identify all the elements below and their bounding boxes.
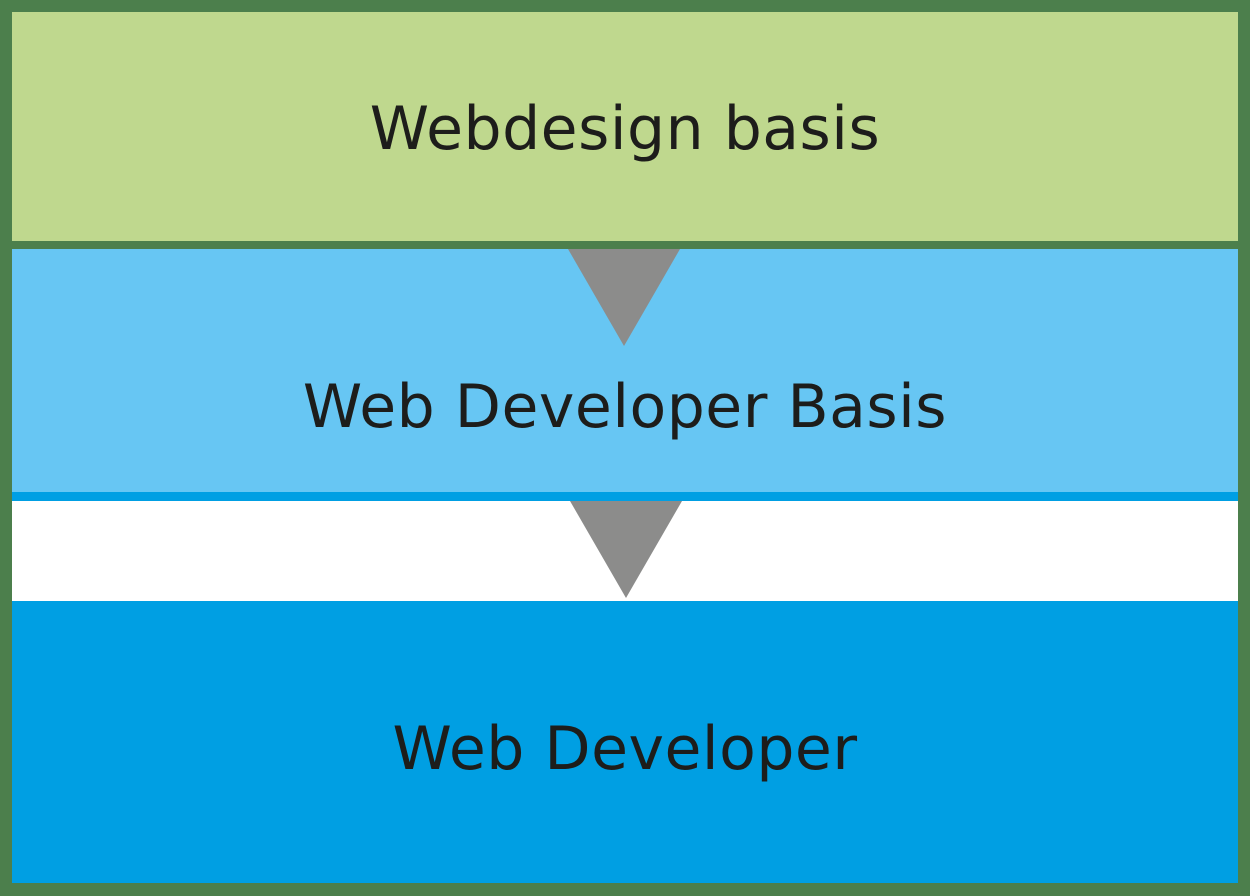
stage-web-developer: Web Developer xyxy=(12,601,1238,883)
stage-label: Web Developer xyxy=(392,714,858,784)
down-arrow-icon xyxy=(570,501,682,598)
stage-label: Web Developer Basis xyxy=(302,371,948,442)
stage-label: Webdesign basis xyxy=(369,93,881,164)
down-arrow-icon xyxy=(568,249,680,346)
stage-webdesign-basis: Webdesign basis xyxy=(12,12,1238,241)
